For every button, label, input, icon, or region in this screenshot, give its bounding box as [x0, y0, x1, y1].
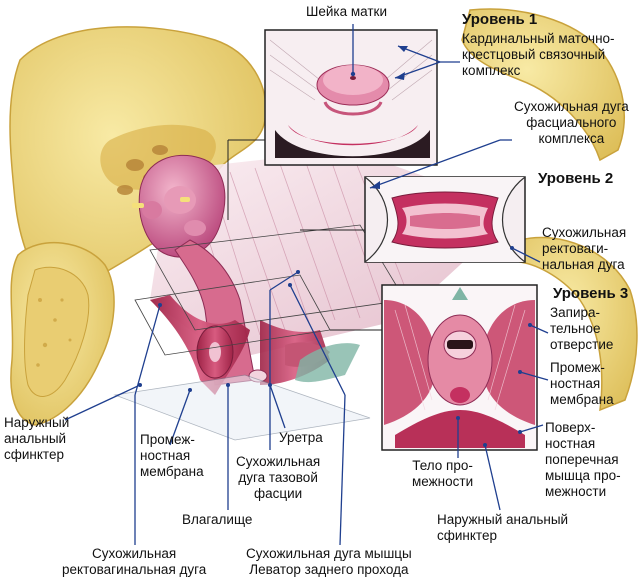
label-perineal-membrane-left: Промеж- ностная мембрана — [140, 432, 204, 479]
label-external-anal-sphincter-left: Наружный анальный сфинктер — [4, 415, 70, 462]
level2-panel — [364, 176, 526, 263]
pointer-lines — [64, 24, 549, 546]
panel-connectors — [227, 139, 382, 331]
label-perineal-membrane-right: Промеж- ностная мембрана — [550, 360, 614, 407]
label-tendinous-arch-pelvic-fascia: Сухожильная дуга тазовой фасции — [236, 454, 321, 501]
label-external-anal-sphincter-right: Наружный анальный сфинктер — [437, 512, 569, 543]
label-tendinous-levator-bottom: Сухожильная дуга мышцы Леватор заднего п… — [246, 546, 412, 577]
label-perineal-body: Тело про- межности — [412, 458, 474, 489]
label-tendinous-rectovaginal-right: Сухожильная ректоваги- нальная дуга — [542, 225, 627, 272]
label-cervix: Шейка матки — [306, 4, 388, 19]
pointer-heads — [138, 46, 532, 447]
label-obturator-foramen: Запира- тельное отверстие — [550, 305, 614, 352]
label-tendinous-rectovaginal-bottom: Сухожильная ректовагинальная дуга — [62, 546, 207, 577]
label-level1-desc: Кардинальный маточно- крестцовый связочн… — [462, 31, 615, 78]
label-level1-title: Уровень 1 — [462, 11, 538, 28]
label-tendinous-arch-fascial: Сухожильная дуга фасциального комплекса — [514, 99, 629, 146]
label-vagina: Влагалище — [182, 512, 253, 527]
pelvic-bone — [9, 8, 638, 426]
label-level2-title: Уровень 2 — [538, 170, 614, 187]
level3-panel — [381, 284, 538, 451]
label-urethra: Уретра — [279, 430, 323, 445]
label-superficial-transverse: Поверх- ностная поперечная мышца про- ме… — [545, 420, 621, 499]
level1-panel — [264, 29, 438, 166]
label-level3-title: Уровень 3 — [553, 285, 629, 302]
